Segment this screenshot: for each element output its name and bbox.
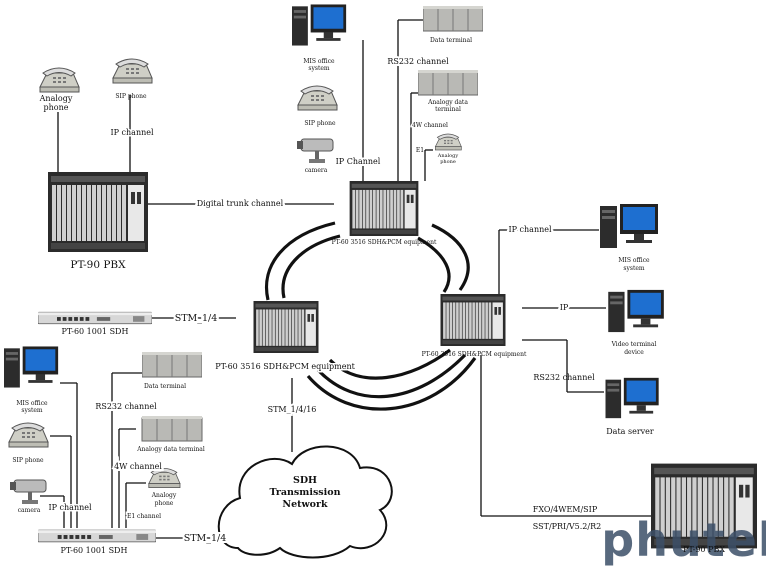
rs232-top-label: RS232 channel bbox=[387, 57, 449, 66]
ip-right-label: IP bbox=[560, 303, 569, 312]
node-top-label: PT-60 3516 SDH&PCM equipment bbox=[332, 239, 437, 246]
camera-top-icon bbox=[297, 138, 334, 164]
data-terminal-bl-icon bbox=[142, 352, 202, 378]
sdh1001-bottom-label: PT-60 1001 SDH bbox=[61, 546, 128, 555]
sip-phone-tl-label: SIP phone bbox=[115, 93, 147, 100]
camera-bl-label: camera bbox=[18, 507, 41, 514]
analogy-phone-top-icon bbox=[434, 133, 462, 151]
watermark-logo: phutel bbox=[601, 513, 766, 567]
four-w-bl-label: 4W channel bbox=[114, 462, 162, 471]
sdh-pcm-node-right-icon bbox=[440, 294, 506, 346]
analogy-phone-bl-icon bbox=[148, 467, 181, 489]
mis-top-pc-icon bbox=[292, 4, 347, 46]
digital-trunk-label: Digital trunk channel bbox=[197, 199, 284, 208]
analogy-phone-tl-icon bbox=[39, 67, 80, 93]
rs232-right-label: RS232 channel bbox=[533, 373, 595, 382]
pt90-pbx-left-icon bbox=[48, 172, 148, 252]
mis-bl-pc-icon bbox=[4, 346, 59, 388]
sdh-ring bbox=[265, 221, 477, 411]
pbx-right-label: PT-90 PBX bbox=[683, 545, 725, 554]
sst-label: SST/PRI/V5.2/R2 bbox=[533, 522, 601, 531]
analogy-data-terminal-bl-icon bbox=[141, 416, 203, 442]
sip-phone-top-label: SIP phone bbox=[304, 120, 336, 127]
pt60-1001-sdh-top-icon bbox=[38, 311, 152, 325]
data-server-label: Data server bbox=[606, 427, 654, 436]
video-terminal-pc-icon bbox=[608, 289, 664, 333]
analogy-data-terminal-top-icon bbox=[418, 70, 478, 96]
sdh-pcm-node-top-icon bbox=[349, 181, 419, 236]
four-w-top-label: 4W channel bbox=[412, 122, 448, 129]
mis-right-pc-icon bbox=[600, 204, 658, 248]
analogy-data-terminal-bl-label: Analogy data terminal bbox=[136, 446, 205, 453]
ip-channel-bl-label: IP channel bbox=[48, 503, 92, 512]
sdh-pcm-node-left-icon bbox=[253, 301, 319, 353]
ip-channel-right-label: IP channel bbox=[508, 225, 552, 234]
camera-bl-icon bbox=[10, 479, 47, 505]
sip-phone-bl-label: SIP phone bbox=[12, 457, 44, 464]
ip-channel-top-label: IP Channel bbox=[336, 157, 381, 166]
data-terminal-top-icon bbox=[423, 6, 483, 32]
sdh1001-top-label: PT-60 1001 SDH bbox=[62, 327, 129, 336]
fxo-label: FXO/4WEM/SIP bbox=[533, 505, 598, 514]
node-right-label: PT-60 3516 SDH&PCM equipment bbox=[422, 351, 527, 358]
data-terminal-bl-label: Data terminal bbox=[144, 383, 186, 390]
camera-top-label: camera bbox=[305, 167, 328, 174]
sdh-transmission-network-cloud bbox=[217, 445, 393, 559]
e1-top-label: E1 bbox=[416, 147, 424, 154]
stm-bottom-label: STM_1/4 bbox=[184, 533, 227, 544]
ip-channel-tl-label: IP channel bbox=[110, 128, 154, 137]
stm-1416-label: STM_1/4/16 bbox=[268, 405, 317, 414]
pbx-left-label: PT-90 PBX bbox=[70, 259, 126, 271]
stm-top-label: STM_1/4 bbox=[175, 313, 218, 324]
node-left-label: PT-60 3516 SDH&PCM equipment bbox=[215, 362, 355, 371]
sip-phone-top-icon bbox=[297, 85, 338, 111]
data-terminal-top-label: Data terminal bbox=[430, 37, 472, 44]
data-server-pc-icon bbox=[605, 377, 659, 419]
pt60-1001-sdh-bottom-icon bbox=[38, 529, 156, 543]
sip-phone-tl-icon bbox=[112, 58, 153, 84]
connection-lines bbox=[40, 19, 651, 539]
sip-phone-bl-icon bbox=[8, 422, 49, 448]
e1-bl-label: E1 channel bbox=[127, 513, 161, 520]
rs232-bl-label: RS232 channel bbox=[95, 402, 157, 411]
